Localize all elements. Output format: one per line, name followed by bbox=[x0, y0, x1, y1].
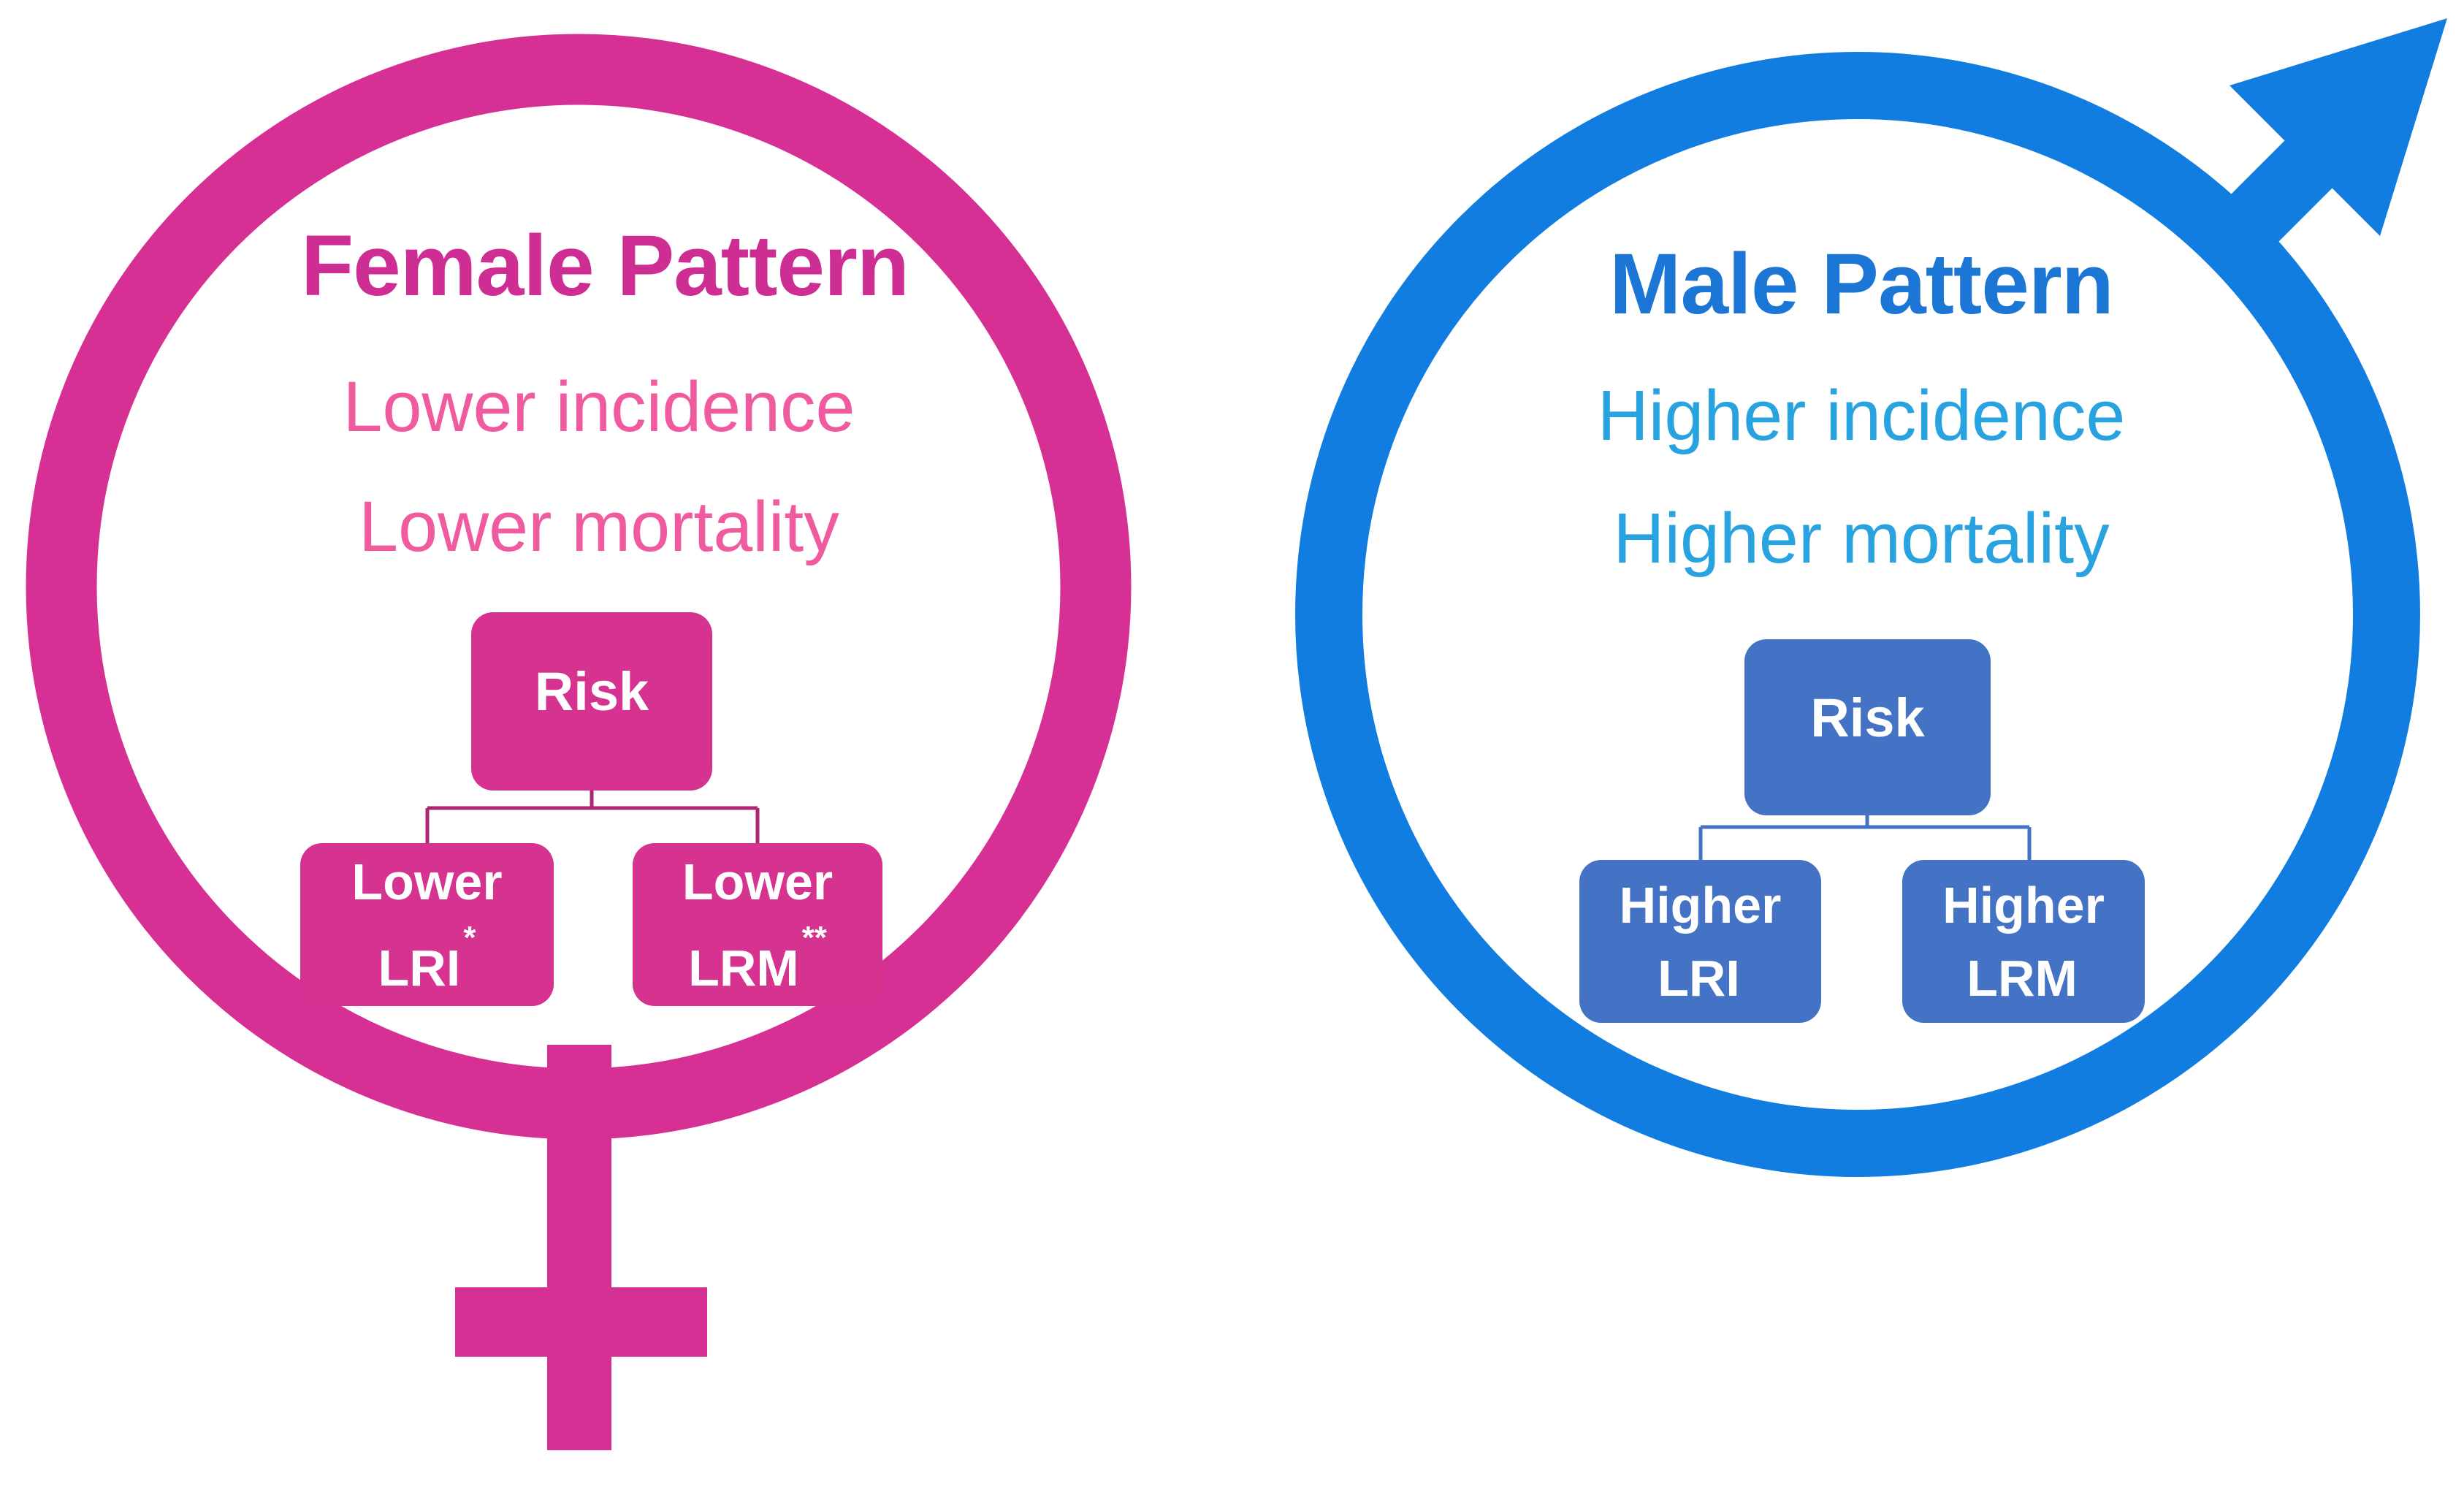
female-lower-incidence-text: Lower incidence bbox=[343, 367, 855, 446]
female-lower-mortality-text: Lower mortality bbox=[359, 487, 839, 566]
male-lri-line1: Higher bbox=[1619, 876, 1782, 934]
male-higher-incidence-text: Higher incidence bbox=[1597, 376, 2126, 455]
male-symbol-icon bbox=[1295, 18, 2447, 1177]
male-risk-label: Risk bbox=[1810, 687, 1925, 748]
female-lri-box: Lower LRI* bbox=[300, 843, 554, 1006]
female-lrm-line2: LRM** bbox=[688, 920, 827, 997]
female-lri-line1: Lower bbox=[351, 853, 503, 910]
female-lrm-asterisk: ** bbox=[801, 920, 827, 956]
male-symbol-arrow-head bbox=[2230, 18, 2447, 236]
female-symbol-cross-stem bbox=[547, 1045, 611, 1450]
male-lri-line2: LRI bbox=[1658, 949, 1740, 1007]
female-symbol-cross-bar bbox=[455, 1287, 707, 1357]
male-pattern-title: Male Pattern bbox=[1609, 236, 2114, 332]
female-lrm-box: Lower LRM** bbox=[633, 843, 882, 1006]
female-symbol-icon bbox=[26, 34, 1132, 1450]
male-lrm-line2: LRM bbox=[1967, 949, 2078, 1007]
male-lri-box: Higher LRI bbox=[1579, 860, 1821, 1023]
female-lri-line2: LRI* bbox=[378, 920, 476, 997]
female-risk-box: Risk bbox=[471, 612, 712, 791]
female-lri-asterisk: * bbox=[463, 920, 476, 956]
female-lrm-line1: Lower bbox=[682, 853, 834, 910]
male-risk-box: Risk bbox=[1744, 639, 1991, 815]
male-higher-mortality-text: Higher mortality bbox=[1613, 498, 2110, 578]
female-pattern-title: Female Pattern bbox=[301, 218, 909, 314]
female-risk-label: Risk bbox=[534, 661, 649, 722]
male-symbol-arrow-shaft bbox=[2189, 122, 2351, 283]
male-lrm-box: Higher LRM bbox=[1902, 860, 2145, 1023]
male-lrm-line1: Higher bbox=[1942, 876, 2105, 934]
male-symbol-ring bbox=[1295, 52, 2420, 1177]
